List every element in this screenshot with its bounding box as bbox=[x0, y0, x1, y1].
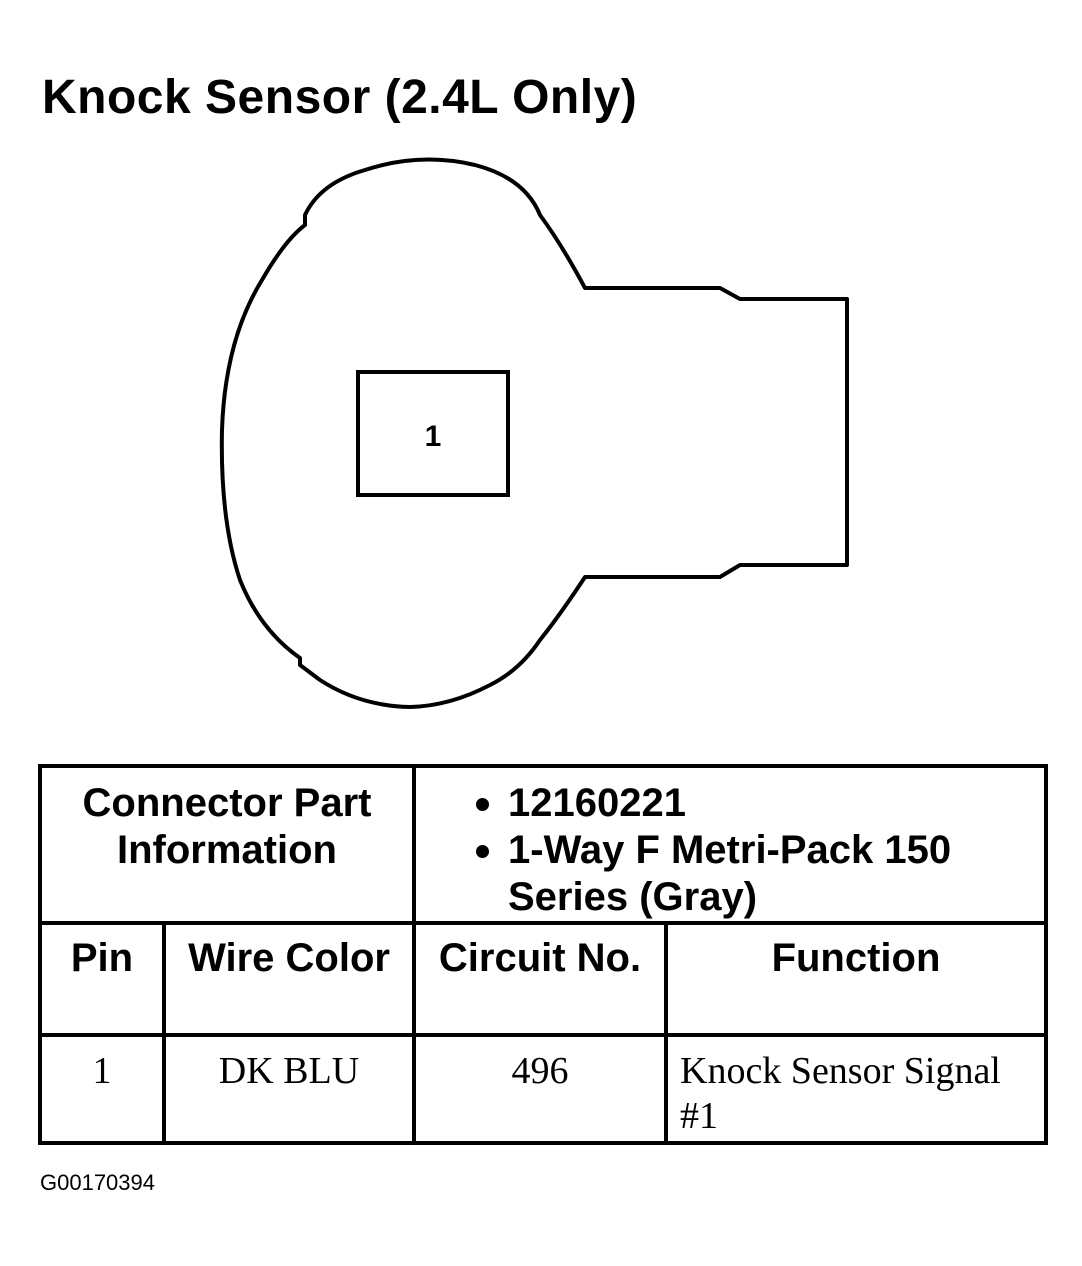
cell-circuit-no: 496 bbox=[412, 1033, 668, 1145]
connector-outline bbox=[219, 157, 849, 709]
header-pin: Pin bbox=[38, 921, 166, 1037]
part-info-label: Connector Part Information bbox=[38, 764, 416, 925]
diagram-title: Knock Sensor (2.4L Only) bbox=[42, 71, 638, 124]
part-info-row: Connector Part Information 12160221 1-Wa… bbox=[38, 764, 1048, 925]
connector-info-table: Connector Part Information 12160221 1-Wa… bbox=[38, 764, 1048, 1145]
figure-id: G00170394 bbox=[40, 1170, 155, 1195]
header-wire-color: Wire Color bbox=[162, 921, 416, 1037]
cell-wire-color: DK BLU bbox=[162, 1033, 416, 1145]
pin-number-label: 1 bbox=[425, 420, 442, 453]
header-circuit-no: Circuit No. bbox=[412, 921, 668, 1037]
header-function: Function bbox=[664, 921, 1048, 1037]
table-row: 1 DK BLU 496 Knock Sensor Signal #1 bbox=[38, 1033, 1048, 1145]
connector-face-diagram: 1 bbox=[219, 157, 849, 709]
part-info-cell: 12160221 1-Way F Metri-Pack 150 Series (… bbox=[412, 764, 1048, 925]
column-header-row: Pin Wire Color Circuit No. Function bbox=[38, 921, 1048, 1037]
part-info-list: 12160221 1-Way F Metri-Pack 150 Series (… bbox=[416, 768, 1044, 921]
cell-pin: 1 bbox=[38, 1033, 166, 1145]
connector-type: 1-Way F Metri-Pack 150 Series (Gray) bbox=[476, 827, 1044, 921]
pin-cavity-1 bbox=[356, 370, 510, 497]
cell-function: Knock Sensor Signal #1 bbox=[664, 1033, 1048, 1145]
part-number: 12160221 bbox=[476, 780, 1044, 827]
